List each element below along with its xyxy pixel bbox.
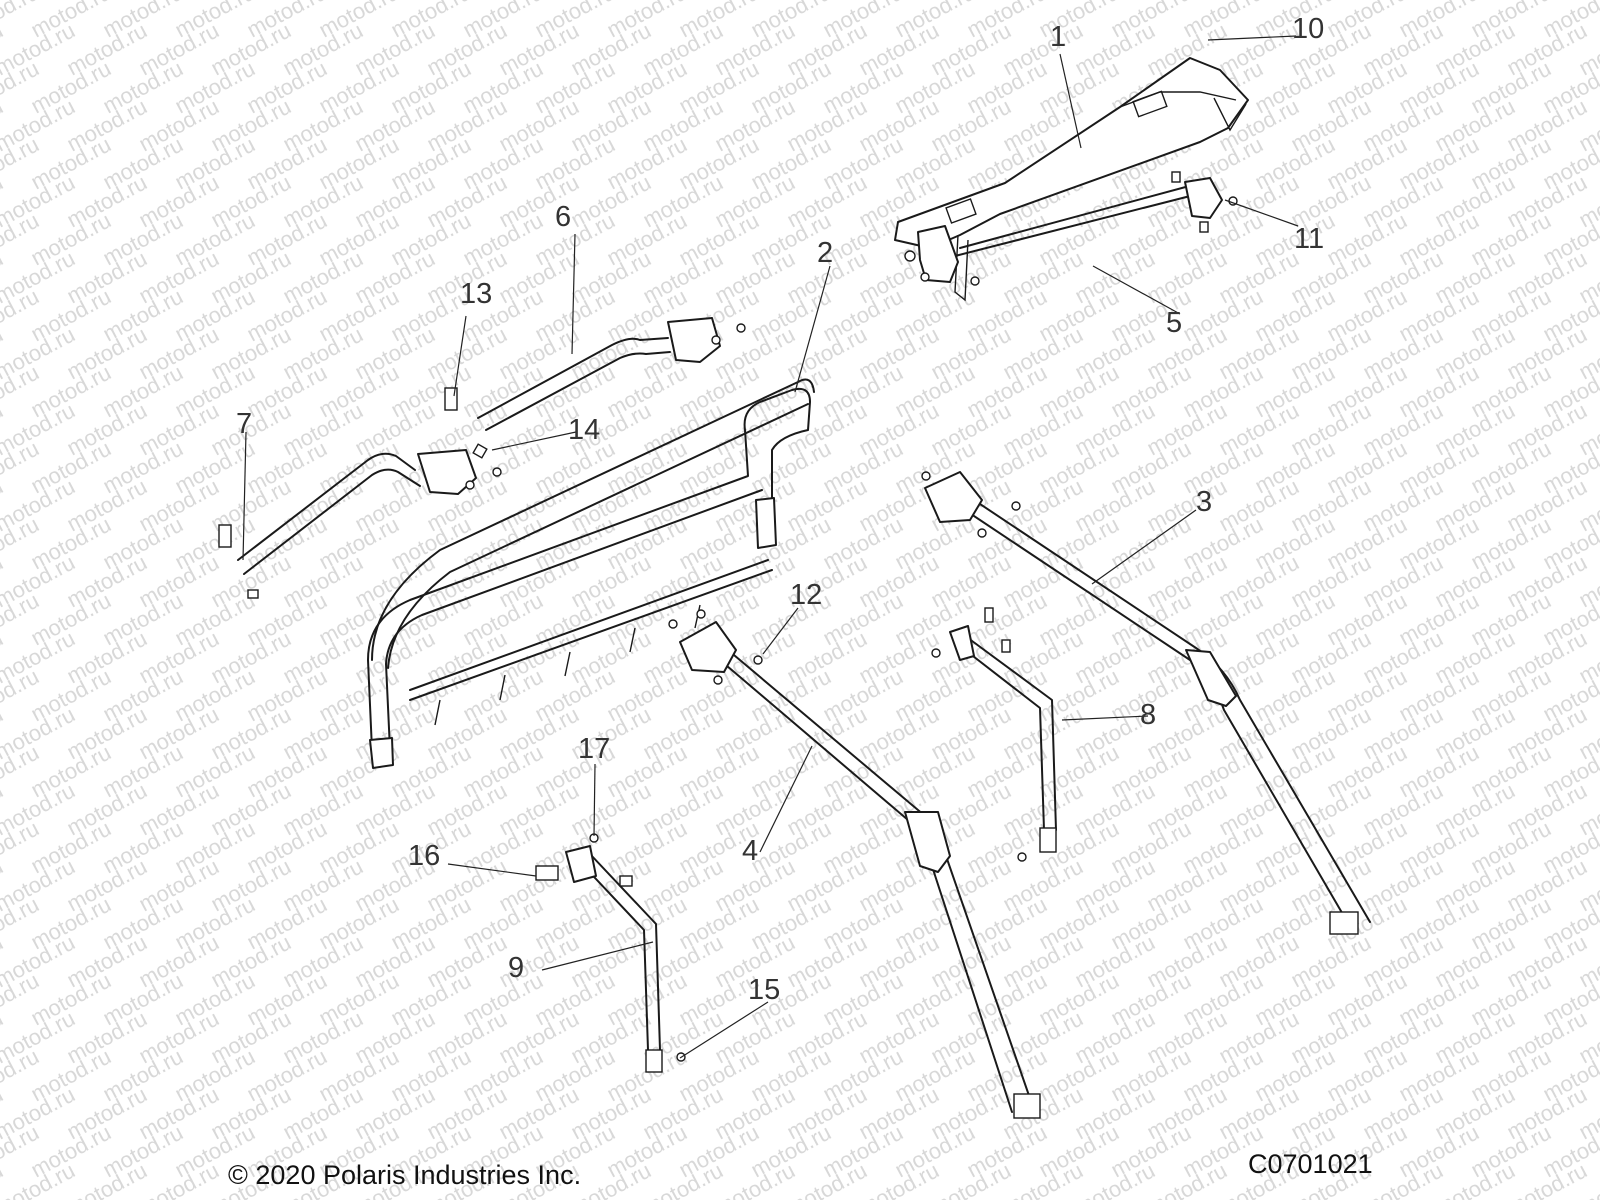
copyright-notice: © 2020 Polaris Industries Inc. <box>228 1160 582 1190</box>
callout-5: 5 <box>1166 307 1182 339</box>
drawing-code: C0701021 <box>1248 1149 1373 1179</box>
callout-8: 8 <box>1140 699 1156 731</box>
callout-2: 2 <box>817 237 833 269</box>
watermark-text: motod.ru <box>1575 0 1600 4</box>
callout-3: 3 <box>1196 486 1212 518</box>
callout-6: 6 <box>555 201 571 233</box>
callout-10: 10 <box>1292 13 1324 45</box>
callout-12: 12 <box>790 579 822 611</box>
callout-15: 15 <box>748 974 780 1006</box>
callout-17: 17 <box>578 733 610 765</box>
callout-11: 11 <box>1294 223 1324 255</box>
callout-9: 9 <box>508 952 524 984</box>
callout-4: 4 <box>742 835 758 867</box>
callout-13: 13 <box>460 278 492 310</box>
callout-1: 1 <box>1050 21 1066 53</box>
callout-14: 14 <box>568 414 600 446</box>
callout-7: 7 <box>236 408 252 440</box>
callout-16: 16 <box>408 840 440 872</box>
